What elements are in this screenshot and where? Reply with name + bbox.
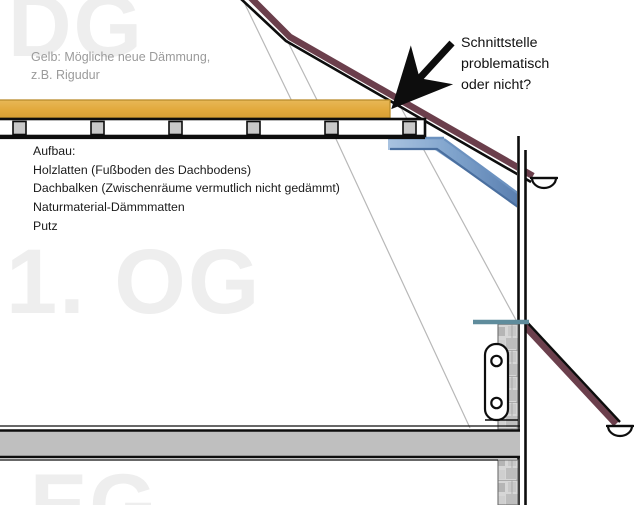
new-insulation-yellow-band [0,99,391,119]
watermark-ground-floor: EG [30,457,159,505]
floor-slab-1og [0,425,520,461]
watermark-first-floor: 1. OG [6,231,262,333]
shutter-fitting-box [483,342,518,422]
assembly-layer-list: Aufbau: Holzlatten (Fußboden des Dachbod… [33,144,340,233]
watermark-attic: DG [8,0,144,75]
junction-question-callout: Schnittstelle problematisch oder nicht? [461,35,550,93]
attic-floor-joist-band [0,117,427,140]
callout-arrow [391,40,455,110]
upper-roof-assembly [240,0,535,184]
gutter-upper [530,176,558,190]
existing-insulation-blue [388,136,520,208]
legend-yellow-insulation: Gelb: Mögliche neue Dämmung, z.B. Rigudu… [31,50,211,82]
lower-roof-assembly [518,319,621,427]
joists [12,120,417,136]
gutter-lower [606,424,634,438]
